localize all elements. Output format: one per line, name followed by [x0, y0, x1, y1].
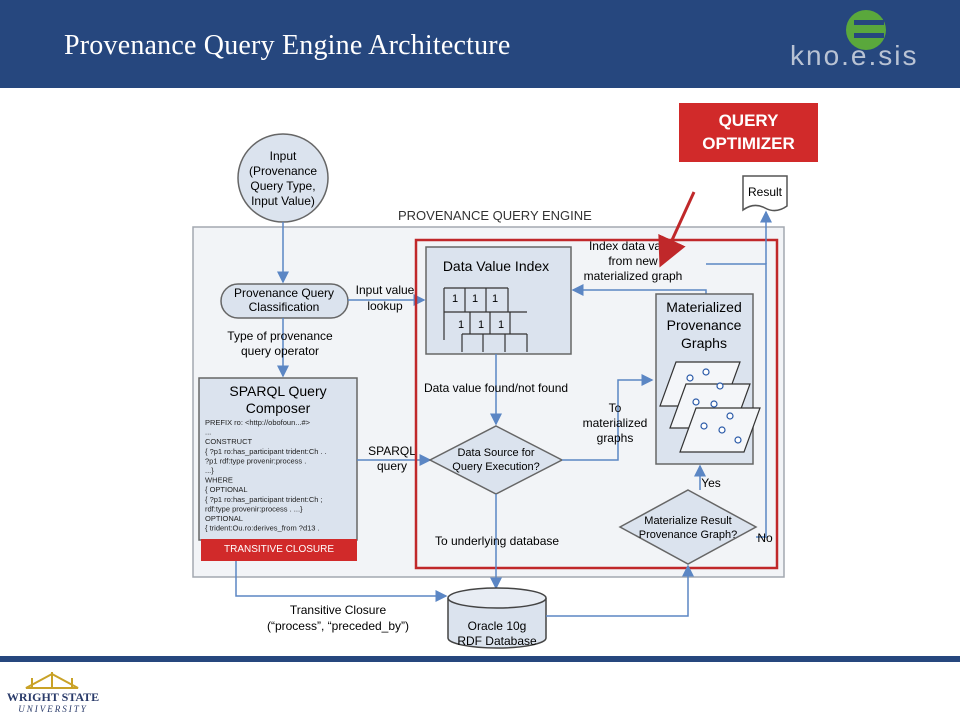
input-line-4: Input Value): [251, 194, 315, 208]
input-lookup-line-1: Input value: [356, 283, 415, 297]
composer-code-line: CONSTRUCT: [205, 437, 252, 446]
optimizer-region: [414, 238, 779, 570]
yes-label: Yes: [701, 476, 721, 490]
to-materialized-line-3: graphs: [597, 431, 634, 445]
input-node: [237, 133, 329, 223]
composer-code-line: PREFIX ro: <http://obofoun...#>: [205, 418, 311, 427]
materialize-line-1: Materialize Result: [644, 515, 731, 527]
index-cell-4: 1: [458, 319, 464, 331]
composer-title-line-2: Composer: [246, 400, 311, 416]
slide-title: Provenance Query Engine Architecture: [64, 30, 511, 61]
composer-code-line: { ?p1 ro:has_participant trident:Ch ;: [205, 495, 323, 504]
to-materialized-line-2: materialized: [583, 416, 648, 430]
index-cell-2: 1: [472, 293, 478, 305]
wright-state-name: WRIGHT STATE: [6, 690, 100, 704]
materialized-line-2: Provenance: [667, 317, 742, 333]
optimizer-arrow: [658, 191, 696, 268]
transitive-closure-line-1: Transitive Closure: [290, 603, 387, 617]
sparql-composer-node: [198, 377, 358, 541]
index-cell-5: 1: [478, 319, 484, 331]
composer-code-line: ...: [205, 428, 211, 437]
knoesis-logo-icon: [846, 10, 886, 50]
index-cell-1: 1: [452, 293, 458, 305]
wright-state-sub: UNIVERSITY: [18, 704, 88, 714]
index-cell-6: 1: [498, 319, 504, 331]
materialize-decision: [618, 489, 758, 565]
result-label: Result: [748, 185, 783, 199]
input-lookup-line-2: lookup: [367, 299, 403, 313]
materialized-line-1: Materialized: [666, 299, 741, 315]
slide-header: Provenance Query Engine Architecture kno…: [0, 0, 960, 88]
input-line-1: Input: [270, 149, 297, 163]
composer-code: PREFIX ro: <http://obofoun...#>...CONSTR…: [205, 418, 327, 542]
database-icon: [447, 587, 547, 649]
index-note-line-2: from new: [608, 254, 658, 268]
query-optimizer-callout: QUERY OPTIMIZER: [679, 103, 818, 162]
materialize-line-2: Provenance Graph?: [639, 529, 737, 541]
composer-title-line-1: SPARQL Query: [229, 383, 326, 399]
composer-code-line: OPTIONAL: [205, 514, 243, 523]
no-label: No: [757, 531, 773, 545]
database-line-1: Oracle 10g: [468, 619, 527, 633]
engine-label: PROVENANCE QUERY ENGINE: [398, 208, 592, 223]
database-line-2: RDF Database: [457, 634, 537, 648]
composer-code-line: { trident:Ou.ro:derives_from ?d13 .: [205, 524, 320, 533]
data-value-index-node: [425, 246, 572, 355]
composer-code-line: ?p1 rdf:type provenir:process .: [205, 456, 306, 465]
classification-line-2: Classification: [249, 300, 320, 314]
footer-bar: [0, 656, 960, 662]
knoesis-logo-text: kno.e.sis: [790, 40, 919, 71]
graph-nodes: [686, 368, 742, 444]
materialized-line-3: Graphs: [681, 335, 727, 351]
composer-code-line: { OPTIONAL: [205, 485, 248, 494]
sparql-query-line-2: query: [377, 459, 407, 473]
wright-state-logo-icon: [25, 672, 79, 689]
to-materialized-line-1: To: [609, 401, 622, 415]
composer-code-line: WHERE: [205, 476, 233, 485]
index-tree: [443, 287, 528, 352]
type-label-line-2: query operator: [241, 344, 319, 358]
composer-code-line: { ?p1 ro:has_participant trident:Ch . .: [205, 447, 327, 456]
input-line-3: Query Type,: [250, 179, 315, 193]
result-document: [742, 175, 788, 212]
data-source-line-2: Query Execution?: [452, 461, 539, 473]
to-db-label: To underlying database: [435, 534, 559, 548]
input-line-2: (Provenance: [249, 164, 317, 178]
data-value-index-label: Data Value Index: [443, 258, 549, 274]
type-label-line-1: Type of provenance: [227, 329, 333, 343]
index-cell-3: 1: [492, 293, 498, 305]
index-note-line-3: materialized graph: [584, 269, 683, 283]
sparql-query-line-1: SPARQL: [368, 444, 416, 458]
data-source-line-1: Data Source for: [457, 447, 534, 459]
classification-line-1: Provenance Query: [234, 286, 334, 300]
index-note-line-1: Index data value: [589, 239, 677, 253]
classification-node: [220, 283, 349, 319]
composer-code-line: rdf:type provenir:process . ...}: [205, 504, 303, 513]
found-label: Data value found/not found: [424, 381, 568, 395]
composer-code-line: ...: [205, 533, 211, 542]
transitive-closure-line-2: (“process”, “preceded_by”): [267, 619, 409, 633]
transitive-closure-callout: TRANSITIVE CLOSURE: [201, 539, 357, 561]
composer-code-line: ...}: [205, 466, 214, 475]
